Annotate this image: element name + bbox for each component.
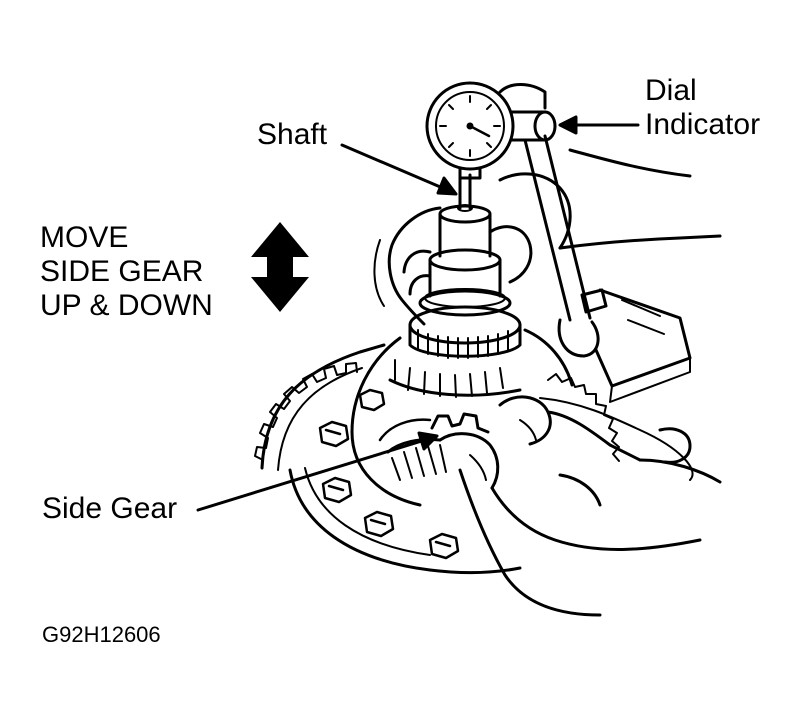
dial-face bbox=[425, 81, 515, 171]
arrowhead-icon bbox=[558, 115, 578, 135]
label-line: Indicator bbox=[645, 108, 761, 141]
bolt-icon bbox=[428, 532, 460, 560]
label-line: SIDE GEAR bbox=[40, 255, 204, 288]
double-headed-vertical-arrow-icon bbox=[251, 222, 309, 312]
shaft-pointer bbox=[340, 143, 447, 191]
callout-arrows bbox=[196, 115, 640, 512]
dial-needle bbox=[468, 124, 491, 138]
figure-code: G92H12606 bbox=[42, 622, 161, 647]
upper-hand bbox=[373, 148, 722, 326]
label-line: MOVE bbox=[40, 221, 129, 254]
ring-gear-teeth bbox=[254, 362, 358, 461]
side-gear-label: Side Gear bbox=[42, 492, 178, 525]
label-line: Dial bbox=[645, 74, 697, 107]
bolt-icon bbox=[358, 388, 386, 412]
side-gear-pointer bbox=[196, 438, 427, 512]
arrowhead-icon bbox=[417, 431, 439, 451]
shaft-assembly bbox=[408, 173, 522, 359]
case-bolts bbox=[318, 388, 460, 560]
bolt-icon bbox=[318, 420, 350, 448]
lower-hand bbox=[438, 395, 722, 617]
label-line: UP & DOWN bbox=[40, 289, 213, 322]
dial-indicator-label: Dial Indicator bbox=[645, 74, 760, 142]
arrowhead-icon bbox=[436, 176, 458, 196]
bolt-icon bbox=[363, 510, 395, 538]
shaft-label: Shaft bbox=[257, 118, 328, 151]
bolt-icon bbox=[321, 476, 353, 504]
move-instruction-label: MOVE SIDE GEAR UP & DOWN bbox=[40, 221, 213, 323]
differential-case bbox=[350, 328, 574, 507]
dial-indicator bbox=[425, 81, 557, 180]
ring-gear-face bbox=[288, 468, 522, 575]
indicator-stand bbox=[523, 134, 692, 403]
